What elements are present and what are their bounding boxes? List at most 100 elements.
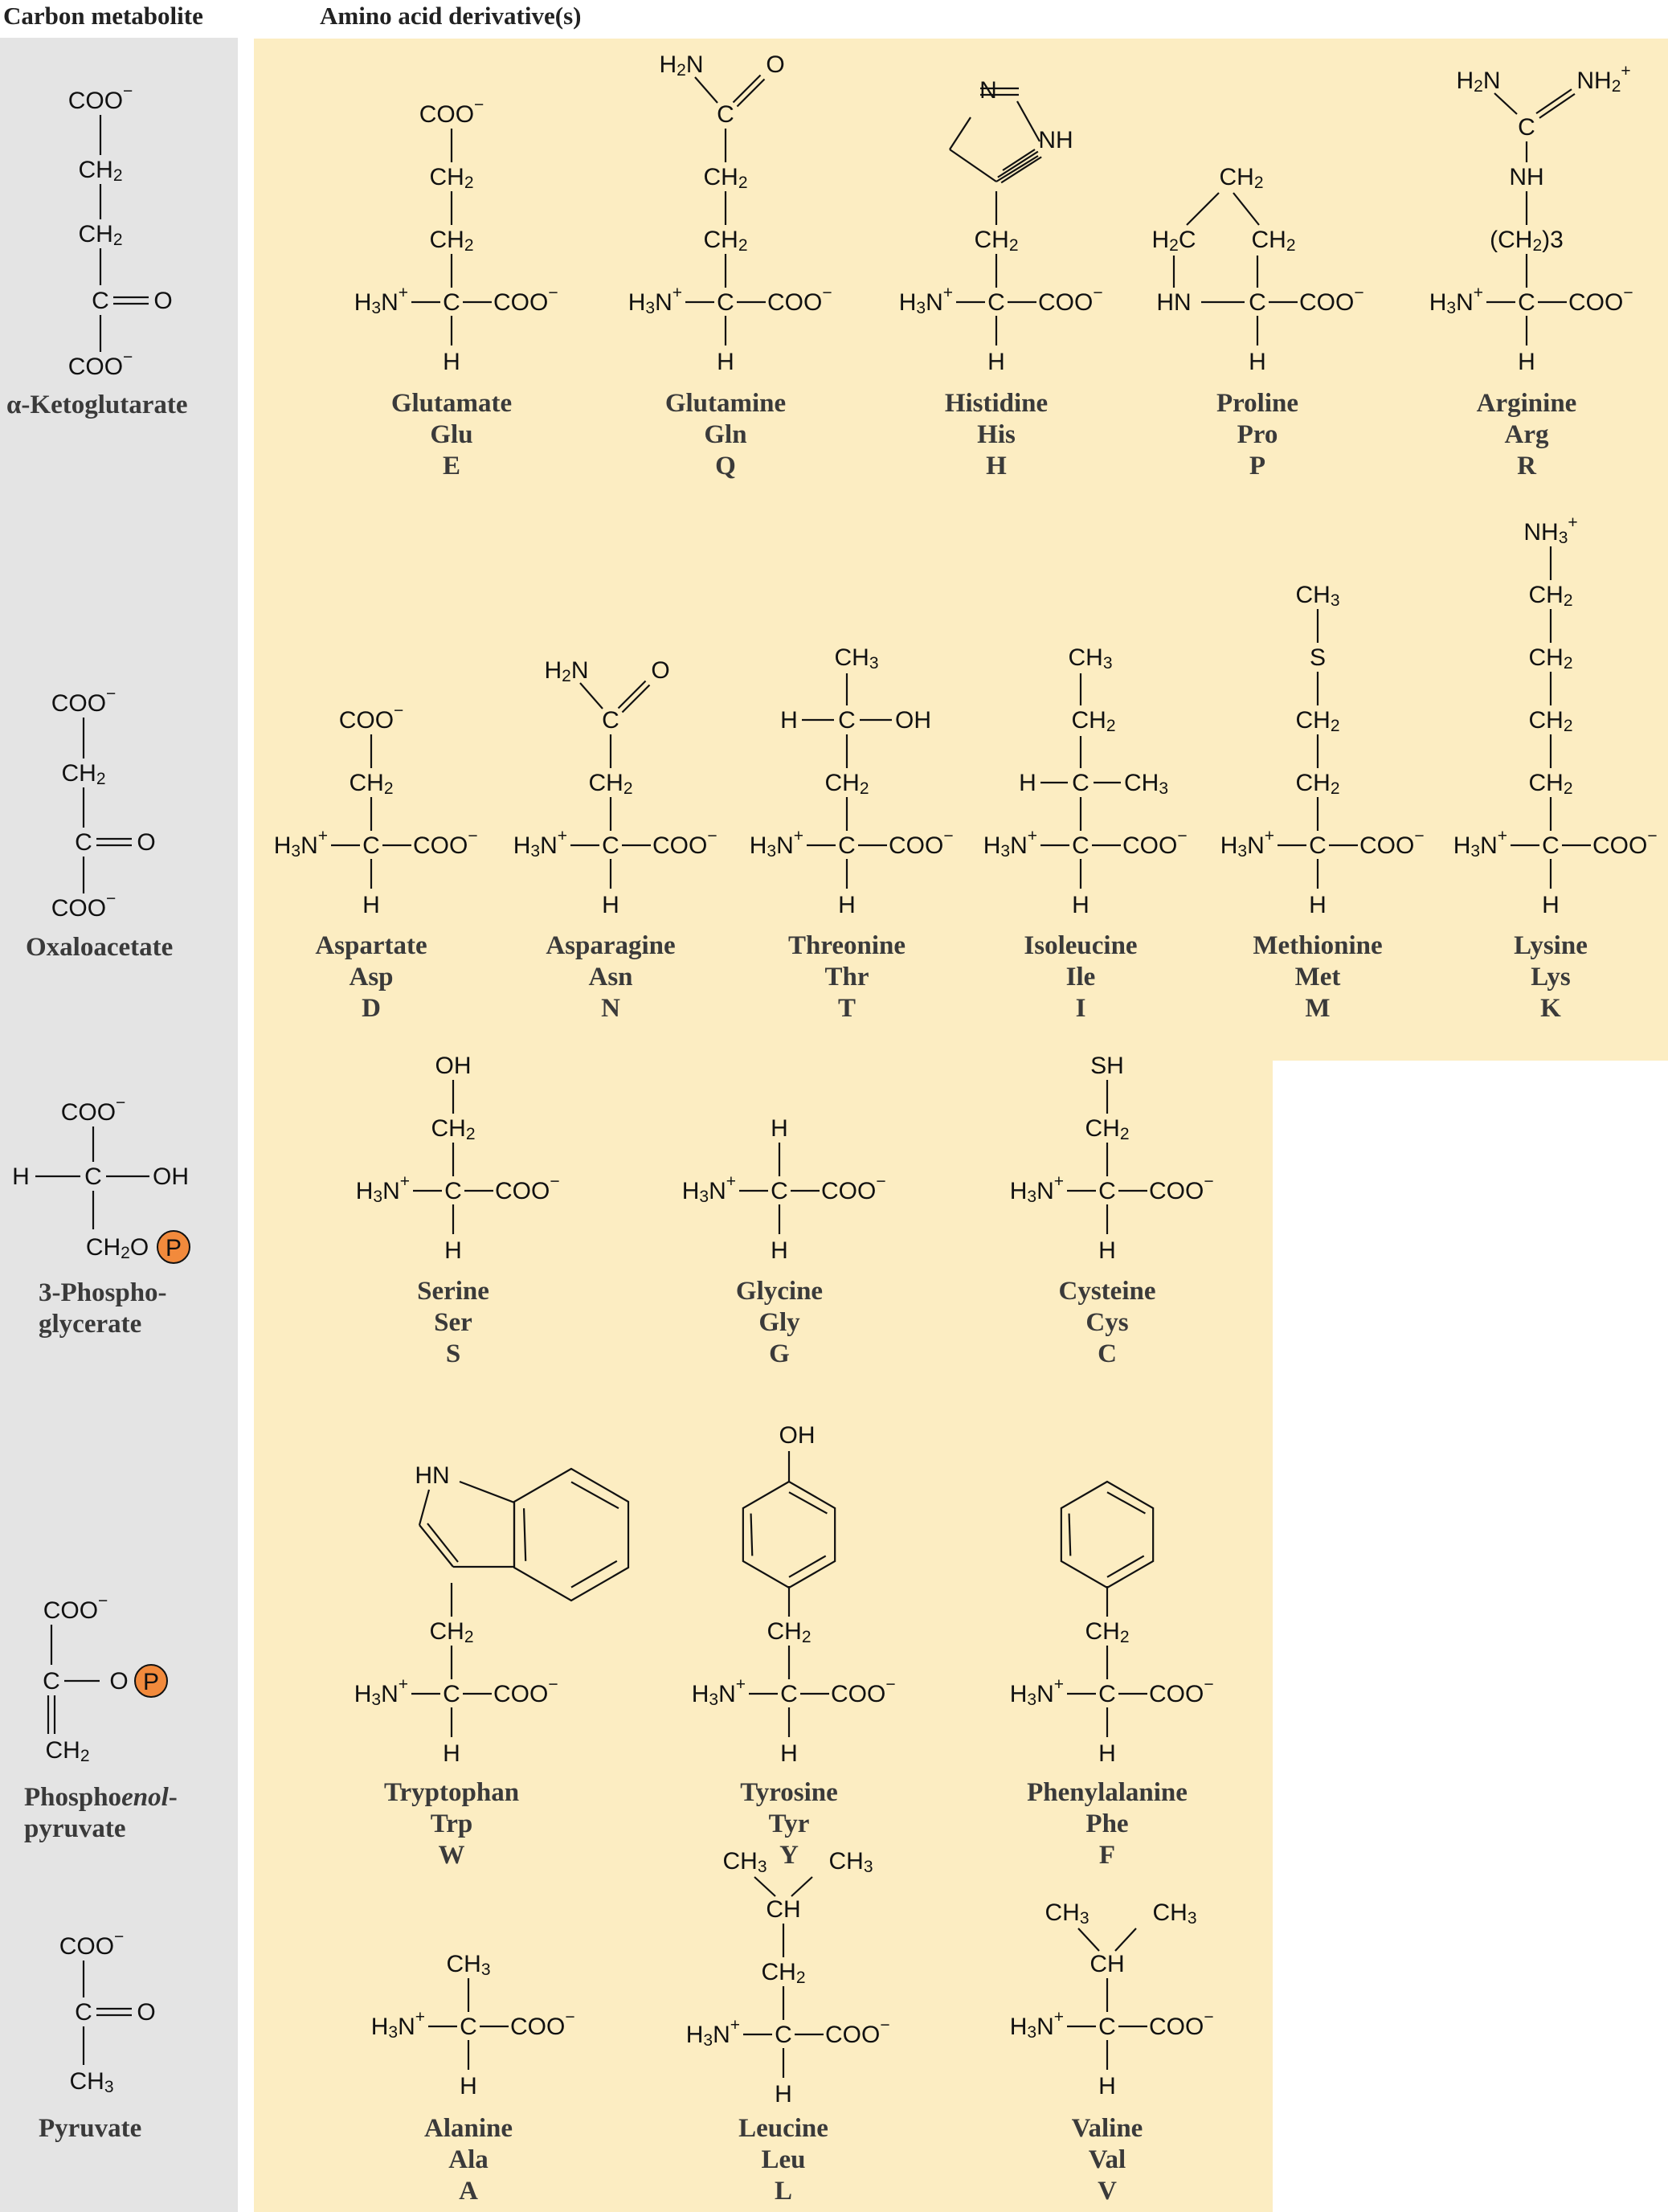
alpha-hydrogen: H: [775, 2081, 792, 2108]
side-chain-group: CH2: [429, 164, 473, 192]
ammonium-group: H3N+: [1453, 827, 1507, 861]
amino-acid-one-letter-code: P: [1249, 452, 1266, 480]
amino-acid-three-letter-code: Ser: [434, 1308, 472, 1337]
metabolite-label-pep: Phosphoenol-pyruvate: [24, 1782, 178, 1845]
amide-oxygen: O: [651, 657, 669, 684]
amino-acid-one-letter-code: T: [837, 994, 856, 1023]
amino-acid-three-letter-code: Met: [1294, 963, 1341, 992]
side-chain-group: NH3+: [1523, 513, 1577, 547]
atom-label: C: [92, 288, 109, 314]
ammonium-group: H3N+: [692, 1675, 746, 1709]
atom-label: COO−: [68, 348, 133, 380]
atom-label: O: [137, 1999, 155, 2026]
side-chain-group: CH2: [1295, 707, 1339, 735]
carboxylate-group: COO−: [1359, 827, 1425, 859]
amino-acid-one-letter-code: E: [442, 452, 460, 480]
side-chain-group: CH3: [446, 1951, 490, 1979]
ammonium-group: H3N+: [356, 1172, 410, 1206]
ammonium-group: H3N+: [1010, 1172, 1064, 1206]
atom-label: O: [137, 829, 155, 856]
side-chain-group: CH2: [974, 227, 1018, 255]
ammonium-group: H3N+: [686, 2016, 740, 2050]
alpha-carbon: C: [771, 1178, 788, 1204]
ring-nitrogen: HN: [1156, 289, 1191, 316]
ammonium-group: H3N+: [1429, 284, 1483, 317]
alpha-hydrogen: H: [443, 349, 460, 375]
atom-label: O: [109, 1668, 128, 1695]
ammonium-group: H3N+: [750, 827, 803, 861]
carboxylate-group: COO−: [889, 827, 954, 859]
amino-acid-name: Glutamate: [390, 389, 513, 418]
carboxylate-group: COO−: [1149, 1675, 1214, 1707]
side-chain-group: CH2: [1295, 770, 1339, 798]
atom-label: H: [12, 1163, 30, 1190]
atom-label: COO−: [51, 889, 117, 922]
atom-label: COO−: [43, 1592, 108, 1624]
alpha-carbon: C: [775, 2022, 792, 2048]
amino-acid-name: Threonine: [787, 931, 906, 960]
alpha-hydrogen: H: [444, 1237, 462, 1264]
amide-carbon: C: [602, 707, 619, 734]
alpha-hydrogen: H: [987, 349, 1005, 375]
alpha-carbon: C: [443, 1681, 460, 1707]
atom-label: H: [780, 707, 798, 734]
ammonium-group: H3N+: [628, 284, 682, 317]
carboxylate-group: COO−: [767, 284, 832, 316]
metabolite-name-part: enol: [121, 1783, 169, 1812]
alpha-carbon: C: [1098, 1681, 1116, 1707]
amino-acid-name: Proline: [1216, 389, 1299, 418]
ammonium-group: H3N+: [354, 1675, 408, 1709]
atom-label: C: [75, 1999, 92, 2026]
alpha-hydrogen: H: [443, 1740, 460, 1767]
side-chain-group: CH2: [703, 227, 747, 255]
atom-label: C: [43, 1668, 60, 1695]
ammonium-group: H3N+: [1010, 2008, 1064, 2042]
alpha-carbon: C: [1098, 1178, 1116, 1204]
amino-acid-name: Tyrosine: [740, 1778, 838, 1807]
side-chain-group: H: [771, 1115, 788, 1142]
amino-acid-one-letter-code: F: [1098, 1841, 1116, 1870]
alpha-carbon: C: [362, 832, 380, 859]
metabolite-name-line: Pyruvate: [39, 2114, 142, 2143]
header-amino-acid-derivatives: Amino acid derivative(s): [320, 2, 582, 30]
metabolite-label-pyr: Pyruvate: [39, 2113, 141, 2145]
alpha-hydrogen: H: [1098, 1740, 1116, 1767]
amino-acid-one-letter-code: M: [1305, 994, 1331, 1023]
alpha-hydrogen: H: [1309, 892, 1327, 918]
alpha-carbon: C: [443, 289, 460, 316]
metabolite-name-line: Oxaloacetate: [26, 933, 174, 962]
amino-acid-three-letter-code: Gln: [704, 420, 747, 449]
metabolite-name-line: α-Ketoglutarate: [6, 390, 188, 419]
alpha-hydrogen: H: [602, 892, 619, 918]
amino-acid-three-letter-code: Val: [1088, 2145, 1126, 2174]
alpha-carbon: C: [1542, 832, 1560, 859]
amino-acid-name: Methionine: [1253, 931, 1383, 960]
metabolite-label-oaa: Oxaloacetate: [26, 932, 173, 963]
carboxylate-group: COO−: [495, 1172, 560, 1204]
amino-acid-three-letter-code: Tyr: [768, 1809, 810, 1838]
ammonium-group: H3N+: [899, 284, 953, 317]
atom-label: CH2: [61, 760, 105, 788]
metabolite-name-line: pyruvate: [24, 1814, 126, 1843]
carboxylate-group: COO−: [510, 2008, 575, 2040]
alpha-hydrogen: H: [1098, 2073, 1116, 2100]
side-chain-group: S: [1310, 644, 1326, 671]
ammonium-group: H3N+: [513, 827, 567, 861]
amino-acid-three-letter-code: Ala: [448, 2145, 489, 2174]
alpha-hydrogen: H: [460, 2073, 477, 2100]
